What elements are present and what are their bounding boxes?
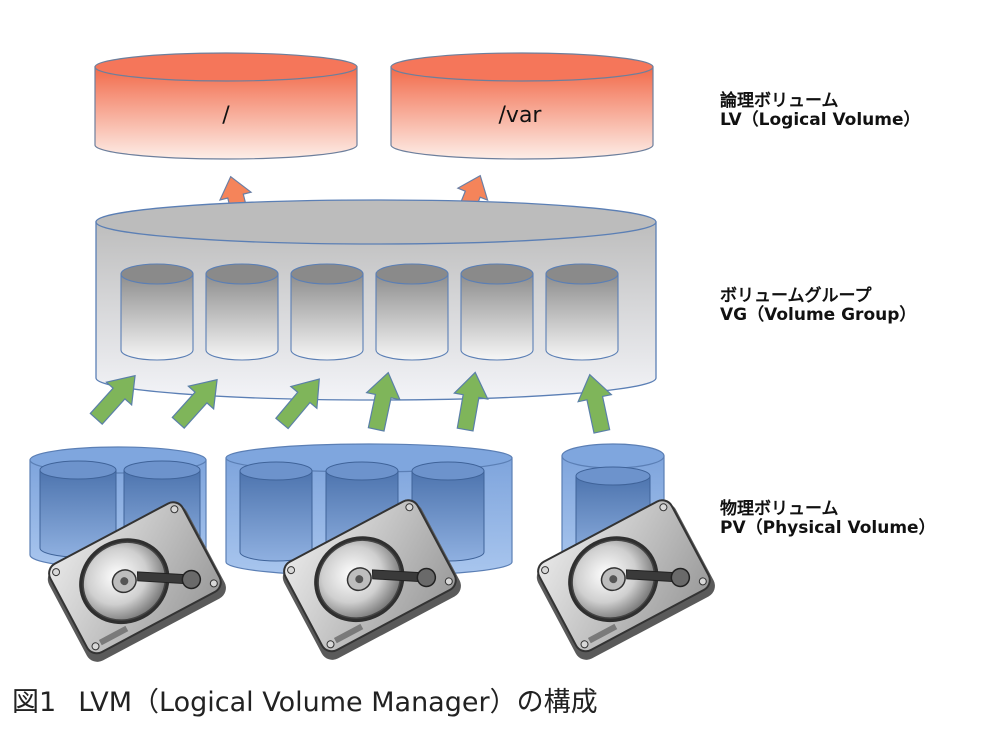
- vg-extent: [545, 263, 619, 361]
- vg-layer-title: ボリュームグループ: [720, 286, 872, 306]
- lv-layer-label: 論理ボリューム LV（Logical Volume）: [720, 92, 921, 130]
- lv-layer-title: 論理ボリューム: [720, 91, 839, 111]
- lv-cylinder-var: [390, 52, 654, 160]
- arrow-up-icon: [365, 371, 401, 432]
- figure-number: 図1: [12, 687, 57, 718]
- vg-extents: [120, 263, 619, 361]
- arrow-up-icon: [577, 373, 613, 434]
- hard-disk-icon: [47, 501, 226, 662]
- pv-layer-title: 物理ボリューム: [720, 499, 839, 519]
- arrow-up-icon: [453, 371, 489, 432]
- pv-layer-label: 物理ボリューム PV（Physical Volume）: [720, 500, 936, 538]
- vg-extent: [120, 263, 194, 361]
- arrow-up-icon: [89, 374, 136, 426]
- vg-layer-label: ボリュームグループ VG（Volume Group）: [720, 287, 916, 325]
- vg-extent: [460, 263, 534, 361]
- lv-cylinder-root: [94, 52, 358, 160]
- hard-disk-icon: [536, 499, 715, 660]
- lv-label-var: /var: [499, 103, 543, 128]
- lv-layer-subtitle: LV（Logical Volume）: [720, 110, 921, 130]
- vg-extent: [375, 263, 449, 361]
- vg-extent: [290, 263, 364, 361]
- figure-caption: 図1 LVM（Logical Volume Manager）の構成: [12, 680, 598, 719]
- vg-layer-subtitle: VG（Volume Group）: [720, 305, 917, 325]
- hard-disks: [47, 499, 715, 662]
- figure-caption-text: LVM（Logical Volume Manager）の構成: [78, 687, 598, 718]
- lv-label-root: /: [222, 103, 230, 128]
- pv-layer-subtitle: PV（Physical Volume）: [720, 518, 936, 538]
- hard-disk-icon: [282, 499, 461, 660]
- arrow-up-icon: [275, 378, 320, 430]
- arrow-up-icon: [171, 378, 218, 430]
- vg-extent: [205, 263, 279, 361]
